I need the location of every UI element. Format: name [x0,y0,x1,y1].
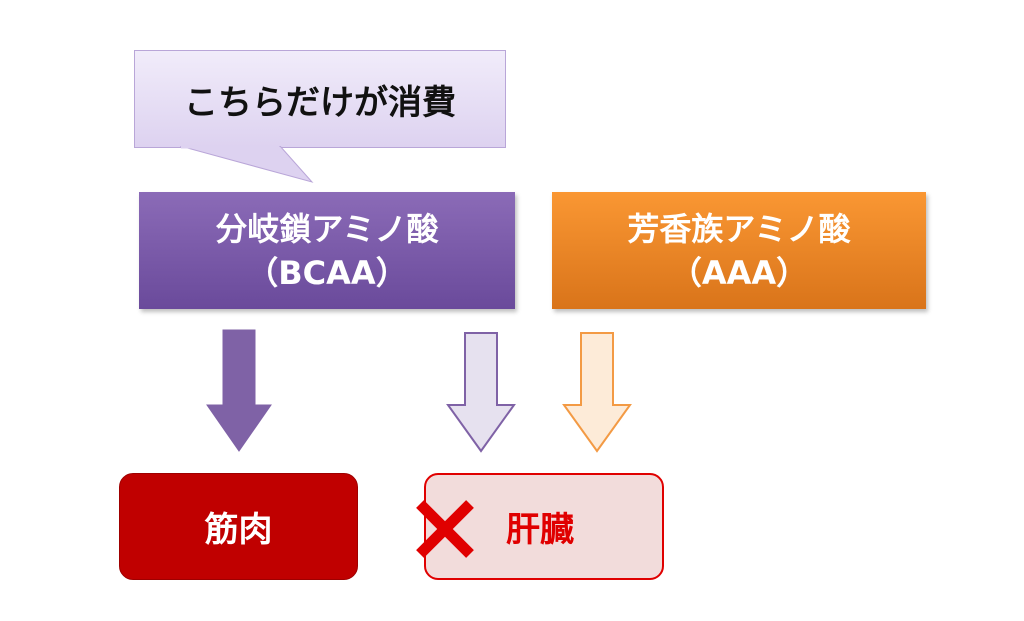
bcaa-box: 分岐鎖アミノ酸 （BCAA） [139,192,515,309]
x-mark-icon [416,500,474,558]
muscle-box: 筋肉 [119,473,358,580]
arrow-aaa-to-liver [562,332,632,453]
bcaa-name: 分岐鎖アミノ酸 [215,209,439,248]
aaa-abbr: （AAA） [669,253,809,292]
callout-bubble: こちらだけが消費 [134,50,506,148]
bcaa-abbr: （BCAA） [246,253,408,292]
liver-label: 肝臓 [506,510,574,550]
arrow-bcaa-to-liver [446,332,516,453]
muscle-label: 筋肉 [204,510,273,550]
aaa-name: 芳香族アミノ酸 [627,209,851,248]
callout-text: こちらだけが消費 [184,82,456,123]
callout-tail [180,146,314,183]
aaa-box: 芳香族アミノ酸 （AAA） [552,192,926,309]
arrow-bcaa-to-muscle [206,329,272,452]
liver-box: 肝臓 [424,473,664,580]
